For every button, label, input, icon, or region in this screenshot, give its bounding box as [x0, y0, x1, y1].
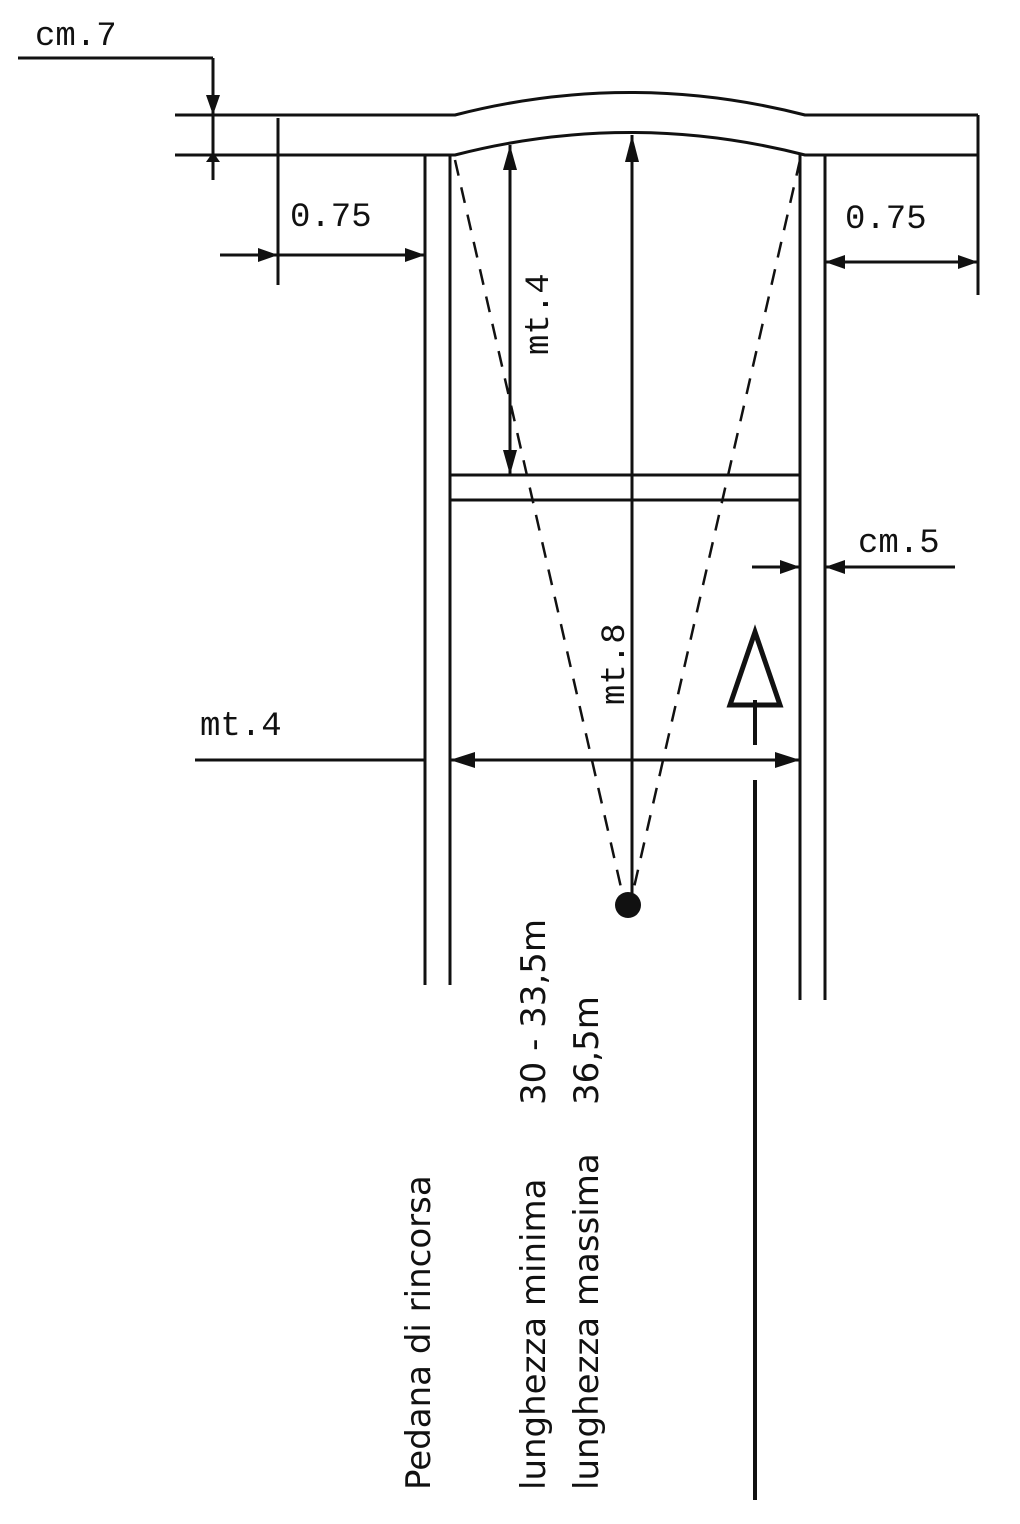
legend-min-value: 30 - 33,5m	[514, 919, 554, 1105]
inner-length-label: mt.4	[521, 273, 559, 355]
left-rail	[423, 155, 452, 985]
legend: Pedana di rincorsa lunghezza minima 30 -…	[399, 919, 607, 1490]
legend-max-label: lunghezza massima	[567, 1153, 607, 1490]
top-thickness-label: cm.7	[35, 18, 117, 56]
legend-title: Pedana di rincorsa	[399, 1175, 439, 1490]
width-label: mt.4	[200, 708, 282, 746]
dim-top-thickness: cm.7	[18, 18, 220, 180]
run-direction-arrow	[726, 624, 784, 1500]
sector-lines	[453, 159, 802, 906]
dim-total-length: mt.8	[597, 135, 639, 900]
dim-side-thickness: cm.5	[752, 525, 955, 574]
dim-width: mt.4	[195, 708, 800, 768]
legend-max-value: 36,5m	[567, 996, 607, 1105]
right-rail	[798, 155, 827, 1000]
total-length-label: mt.8	[597, 623, 635, 705]
top-board	[178, 91, 980, 157]
center-point	[615, 892, 641, 918]
dim-left-extension: 0.75	[220, 118, 425, 285]
dim-right-extension: 0.75	[825, 155, 980, 295]
dim-inner-length: mt.4	[503, 145, 559, 475]
right-extension-label: 0.75	[845, 201, 927, 239]
legend-min-label: lunghezza minima	[514, 1179, 554, 1490]
left-extension-label: 0.75	[290, 199, 372, 237]
crossbar	[450, 473, 800, 502]
side-thickness-label: cm.5	[858, 525, 940, 563]
